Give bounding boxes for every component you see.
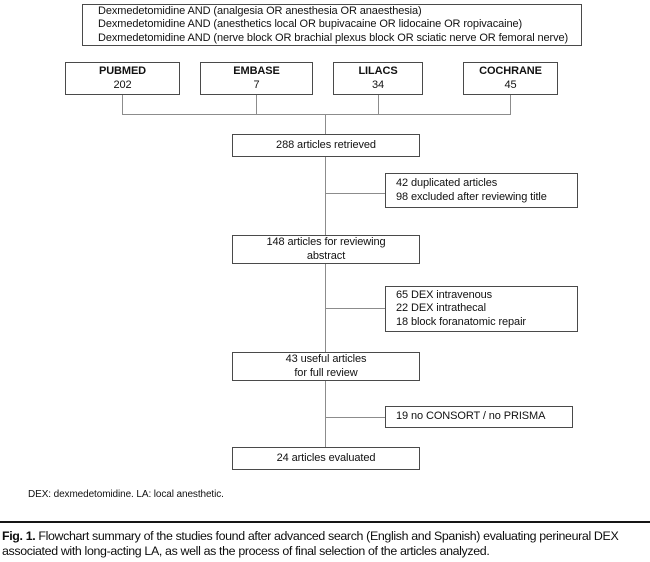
connector-branch-2 bbox=[326, 308, 385, 309]
flow-box-evaluated-text: 24 articles evaluated bbox=[276, 451, 376, 464]
search-term-line-1: Dexmedetomidine AND (analgesia OR anesth… bbox=[98, 4, 422, 17]
database-name: PUBMED bbox=[98, 65, 147, 77]
database-count: 45 bbox=[504, 78, 517, 91]
database-box-pubmed: PUBMED 202 bbox=[65, 62, 180, 95]
abstract-review-line-1: 148 articles for reviewing bbox=[266, 236, 386, 248]
flow-box-retrieved: 288 articles retrieved bbox=[232, 134, 420, 157]
caption-line-2: associated with long-acting LA, as well … bbox=[2, 543, 490, 558]
connector-branch-3 bbox=[326, 417, 385, 418]
flow-box-excluded-full: 19 no CONSORT / no PRISMA bbox=[385, 406, 573, 428]
connector-pubmed-drop bbox=[122, 95, 123, 114]
connector-join-horizontal bbox=[122, 114, 511, 115]
search-terms-box: Dexmedetomidine AND (analgesia OR anesth… bbox=[82, 4, 582, 46]
excluded-abstract-line-3: 18 block foranatomic repair bbox=[396, 315, 526, 328]
excluded-title-line-1: 42 duplicated articles bbox=[396, 177, 498, 189]
flow-box-retrieved-text: 288 articles retrieved bbox=[276, 138, 376, 151]
database-name: LILACS bbox=[358, 65, 398, 77]
flow-box-abstract-review: 148 articles for reviewing abstract bbox=[232, 235, 420, 264]
excluded-abstract-line-1: 65 DEX intravenous bbox=[396, 288, 493, 301]
flow-box-evaluated: 24 articles evaluated bbox=[232, 447, 420, 470]
database-box-lilacs: LILACS 34 bbox=[333, 62, 423, 95]
figure-caption: Fig. 1.Flowchart summary of the studies … bbox=[2, 529, 650, 558]
connector-spine-segment-1 bbox=[325, 114, 326, 134]
abbreviation-footnote: DEX: dexmedetomidine. LA: local anesthet… bbox=[28, 489, 224, 500]
database-name: EMBASE bbox=[233, 65, 280, 77]
database-count: 34 bbox=[371, 78, 385, 91]
connector-cochrane-drop bbox=[510, 95, 511, 114]
flow-box-full-review: 43 useful articles for full review bbox=[232, 352, 420, 381]
caption-line-1: Fig. 1.Flowchart summary of the studies … bbox=[2, 529, 650, 544]
caption-divider bbox=[0, 521, 650, 523]
caption-line-1-text: Flowchart summary of the studies found a… bbox=[38, 529, 619, 543]
database-count: 202 bbox=[113, 78, 132, 91]
connector-lilacs-drop bbox=[378, 95, 379, 114]
full-review-line-1: 43 useful articles bbox=[285, 353, 367, 365]
database-box-cochrane: COCHRANE 45 bbox=[463, 62, 558, 95]
excluded-abstract-line-2: 22 DEX intrathecal bbox=[396, 302, 486, 315]
figure-caption-label: Fig. 1. bbox=[2, 529, 36, 543]
search-term-line-2: Dexmedetomidine AND (anesthetics local O… bbox=[98, 18, 523, 31]
connector-embase-drop bbox=[256, 95, 257, 114]
database-box-embase: EMBASE 7 bbox=[200, 62, 313, 95]
connector-branch-1 bbox=[326, 193, 385, 194]
flow-box-excluded-abstract: 65 DEX intravenous 22 DEX intrathecal 18… bbox=[385, 286, 578, 332]
excluded-title-line-2: 98 excluded after reviewing title bbox=[396, 190, 547, 203]
abstract-review-line-2: abstract bbox=[306, 249, 346, 262]
flow-box-excluded-title: 42 duplicated articles 98 excluded after… bbox=[385, 173, 578, 208]
connector-spine-segment-4 bbox=[325, 381, 326, 447]
search-term-line-3: Dexmedetomidine AND (nerve block OR brac… bbox=[98, 31, 569, 44]
database-name: COCHRANE bbox=[479, 65, 542, 77]
database-count: 7 bbox=[253, 78, 260, 91]
excluded-full-line-1: 19 no CONSORT / no PRISMA bbox=[396, 410, 546, 423]
connector-spine-segment-3 bbox=[325, 264, 326, 352]
connector-spine-segment-2 bbox=[325, 157, 326, 235]
full-review-line-2: for full review bbox=[294, 366, 358, 379]
